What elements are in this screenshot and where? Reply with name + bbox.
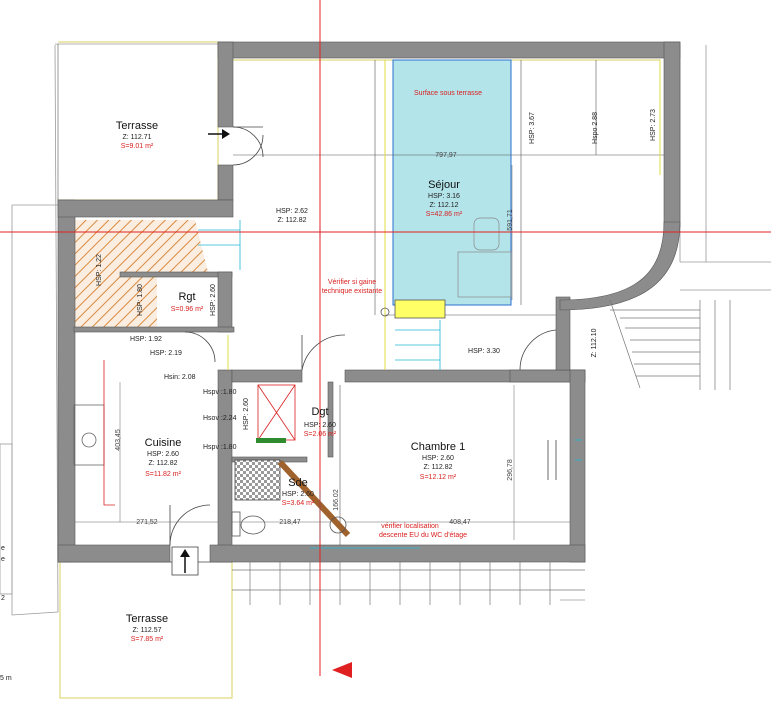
area-terrasse-bottom: S=7.85 m² [131,636,164,643]
shower-tray-sejour [457,251,512,298]
z-hall: Z: 112.82 [277,217,306,224]
hsp-330: HSP: 3.30 [468,348,500,355]
z-sejour: Z: 112.12 [429,202,458,209]
curved-wall [559,221,681,311]
hsp-219: HSP: 2.19 [150,350,182,357]
area-chambre1: S=12.12 m² [420,474,457,481]
red-guides [0,0,771,676]
section-arrow-icon [332,662,352,678]
edge-text-c: 2 [1,595,5,602]
dim-218: 218,47 [279,519,301,526]
stairs-right [609,299,731,390]
hsin-208: Hsin: 2.08 [164,374,196,381]
room-name-terrasse-bottom: Terrasse [126,613,168,625]
entrance-arrow-icon [171,546,199,576]
area-sejour: S=42.86 m² [426,211,463,218]
area-terrasse-top: S=9.01 m² [121,143,154,150]
drain-marker [329,516,347,534]
hsp-dgt-vertical: HSP: 2.60 [243,398,250,430]
surface-sous-terrasse [392,59,512,306]
hatched-zone-bottom [122,272,157,327]
hsp-chambre1: HSP: 2.60 [422,455,454,462]
z-cuisine: Z: 112.82 [148,460,177,467]
area-sde: S=3.64 m² [282,500,315,507]
edge-text-a: e [1,545,5,552]
dim-591: 591,71 [507,209,514,231]
note-eu-line2: descente EU du WC d'étage [379,532,467,539]
wc-tank [231,511,241,537]
dgt-cross [257,384,296,441]
area-dgt: S=2.06 m² [304,431,337,438]
z-chambre1: Z: 112.82 [423,464,452,471]
room-name-rgt: Rgt [178,291,195,303]
hsp-sde: HSP: 2.60 [282,491,314,498]
yellow-beam [394,299,446,319]
area-rgt: S=0.96 m² [171,306,204,313]
dim-271: 271,52 [136,519,158,526]
room-name-sde: Sde [288,477,308,489]
dim-408: 408,47 [449,519,471,526]
z-terrasse-bottom: Z: 112.57 [132,627,161,634]
basin-sejour [473,217,500,251]
dimension-lines [75,165,570,540]
room-name-sejour: Séjour [428,179,460,191]
terrace-arrow-icon [208,129,230,139]
kitchen-counter-line [103,360,115,506]
hsov-224: Hsov :2.24 [203,415,237,422]
room-name-dgt: Dgt [311,406,328,418]
brown-pipe [277,459,351,538]
note-gaine-line1: Vérifier si gaine [328,279,376,286]
doors [169,126,557,546]
hsp-hall: HSP: 2.62 [276,208,308,215]
cyan-markers [198,220,582,549]
dim-296: 296,78 [507,459,514,481]
kitchen-sink [73,404,105,466]
green-marker [256,438,286,443]
hsp-288: Hspo 2.88 [592,112,599,144]
yellow-outlines [227,60,661,370]
hsp-rgt: HSP: 2.60 [210,284,217,316]
hsp-180: HSP: 1.80 [137,284,144,316]
hsp-367: HSP: 3.67 [529,112,536,144]
edge-text-d: 5 m [0,675,12,682]
edge-text-b: e [1,556,5,563]
hsp-sejour: HSP: 3.16 [428,193,460,200]
hsp-cuisine: HSP: 2.60 [147,451,179,458]
dim-403: 403,45 [115,429,122,451]
sink-bowl-icon [81,432,97,448]
column-marker [380,307,390,317]
room-name-chambre1: Chambre 1 [411,441,465,453]
hspv-180a: Hspv :1.80 [203,389,237,396]
hsp-dgt: HSP: 2.60 [304,422,336,429]
dim-166: 166.02 [333,489,340,511]
room-name-cuisine: Cuisine [145,437,182,449]
hsp-192: HSP: 1.92 [130,336,162,343]
hsp-122: HSP: 1.22 [96,254,103,286]
wc-icon [240,515,266,535]
hatched-zone-left [74,220,122,327]
z-terrasse-top: Z: 112.71 [122,134,151,141]
room-name-terrasse-top: Terrasse [116,120,158,132]
dim-797: 797,97 [435,152,457,159]
terrace-bottom-outline [59,562,233,699]
shower-tray-sde [234,459,281,501]
hatched-zone-right [122,220,208,272]
z-11210: Z: 112.10 [591,328,598,357]
label-surface-sous-terrasse: Surface sous terrasse [414,90,482,97]
hsp-273: HSP: 2.73 [650,109,657,141]
note-eu-line1: vérifier localisation [381,523,439,530]
walls [57,41,681,563]
area-cuisine: S=11.82 m² [145,471,182,478]
note-gaine-line2: technique existante [322,288,382,295]
hspv-180b: Hspv :1.80 [203,444,237,451]
stairs-bottom [232,562,585,605]
